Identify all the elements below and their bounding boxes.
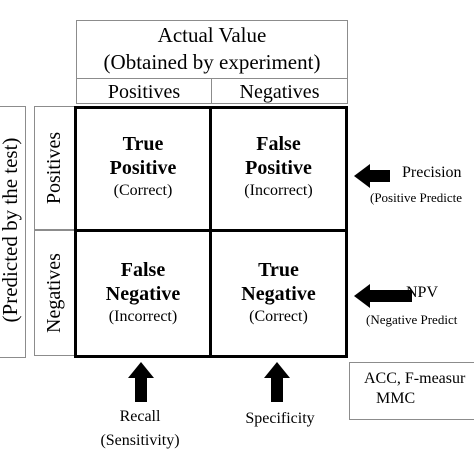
npv-arrow-icon bbox=[354, 284, 412, 308]
cell-fn-note: (Incorrect) bbox=[108, 308, 178, 325]
acc-label-line2: MMC bbox=[376, 390, 416, 407]
row-header-negatives: Negatives bbox=[43, 253, 65, 333]
actual-value-subtitle: (Obtained by experiment) bbox=[103, 50, 321, 74]
npv-label: NPV bbox=[406, 284, 439, 301]
specificity-label: Specificity bbox=[245, 410, 315, 427]
actual-value-header-box bbox=[76, 20, 348, 104]
precision-arrow-icon bbox=[354, 164, 390, 188]
cell-fn-line1: False bbox=[120, 259, 166, 281]
cell-fn-line2: Negative bbox=[105, 283, 181, 305]
cell-false-negative: False Negative (Incorrect) bbox=[77, 258, 209, 328]
specificity-arrow-icon bbox=[264, 362, 290, 402]
cell-false-positive: False Positive (Incorrect) bbox=[212, 132, 345, 202]
recall-label: Recall bbox=[119, 408, 161, 425]
acc-label-line1: ACC, F-measur bbox=[364, 370, 466, 387]
cell-tn-note: (Correct) bbox=[249, 308, 308, 325]
cell-true-negative: True Negative (Correct) bbox=[212, 258, 345, 328]
cell-tn-line1: True bbox=[258, 259, 299, 281]
cell-tp-line2: Positive bbox=[109, 157, 177, 179]
recall-arrow-icon bbox=[128, 362, 154, 402]
cell-tp-line1: True bbox=[122, 133, 164, 155]
predicted-axis-box bbox=[0, 106, 26, 358]
column-header-positives: Positives bbox=[76, 78, 212, 104]
recall-sublabel: (Sensitivity) bbox=[100, 432, 180, 449]
precision-sublabel: (Positive Predicte bbox=[370, 190, 463, 205]
cell-fp-note: (Incorrect) bbox=[244, 182, 313, 199]
cell-true-positive: True Positive (Correct) bbox=[77, 132, 209, 202]
npv-sublabel: (Negative Predict bbox=[366, 312, 458, 327]
matrix-horizontal-divider bbox=[74, 229, 348, 232]
cell-fp-line1: False bbox=[256, 133, 301, 155]
precision-label: Precision bbox=[402, 164, 462, 181]
row-header-positives: Positives bbox=[43, 131, 65, 205]
cell-tp-note: (Correct) bbox=[113, 182, 173, 199]
actual-value-title: Actual Value bbox=[157, 23, 267, 47]
predicted-axis-label: (Predicted by the test) bbox=[0, 137, 22, 323]
matrix-vertical-divider bbox=[209, 106, 212, 358]
column-header-negatives: Negatives bbox=[212, 78, 348, 104]
acc-metrics-box bbox=[349, 362, 474, 420]
cell-fp-line2: Positive bbox=[245, 157, 312, 179]
cell-tn-line2: Negative bbox=[241, 283, 316, 305]
